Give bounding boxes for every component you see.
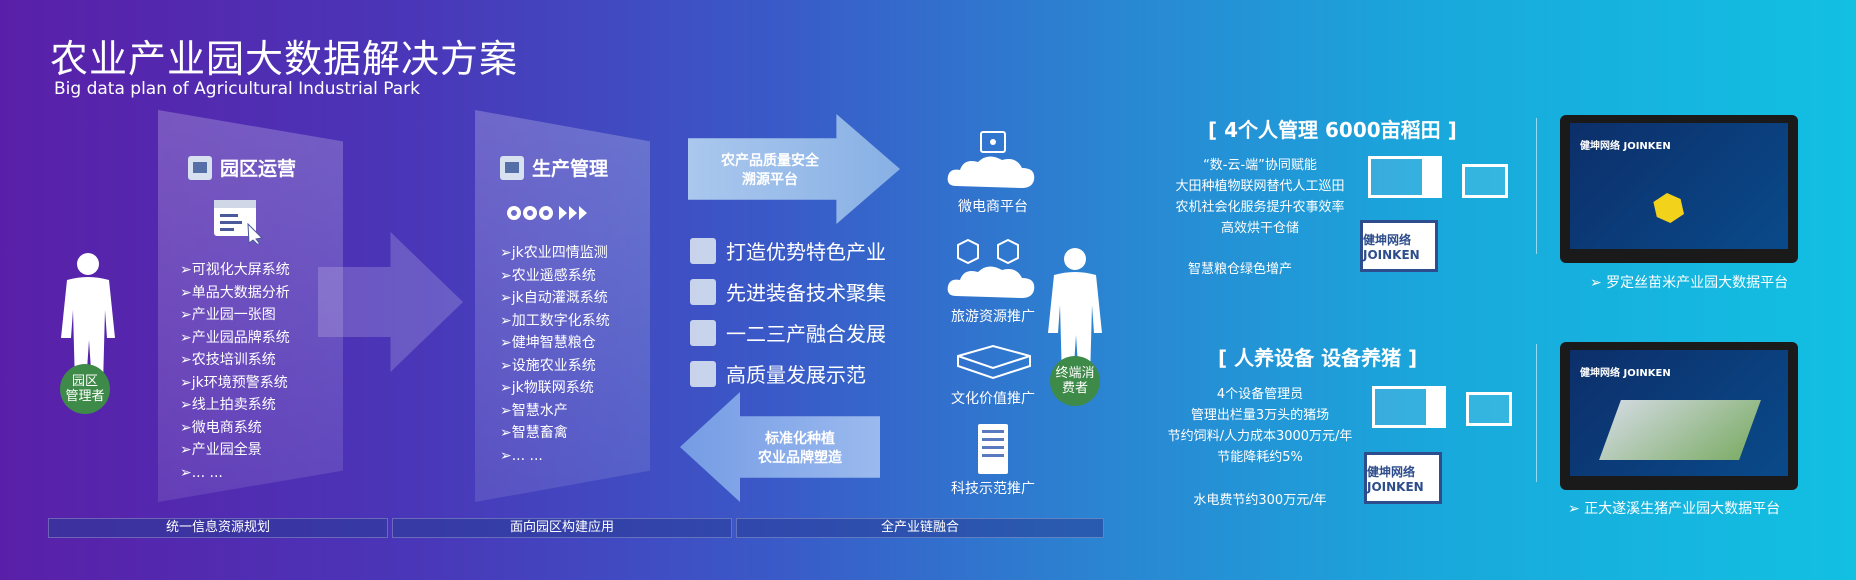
manager-person-icon xyxy=(61,253,115,385)
feature-item: 打造优势特色产业 xyxy=(690,236,886,265)
case2-extra: 水电费节约300万元/年 xyxy=(1193,493,1327,508)
list-item: ➢jk农业四情监测 xyxy=(500,245,608,261)
org-chart-icon xyxy=(500,155,524,180)
laptop-icon xyxy=(1462,164,1508,198)
page-title: 农业产业园大数据解决方案 xyxy=(50,37,519,81)
farm-3d-model xyxy=(1599,400,1761,460)
park-ops-list: ➢可视化大屏系统 ➢单品大数据分析 ➢产业园一张图 ➢产业园品牌系统 ➢农技培训… xyxy=(180,259,290,484)
bottom-bar-item: 面向园区构建应用 xyxy=(392,518,732,538)
node-culture: 文化价值推广 xyxy=(951,391,1035,407)
refresh-icon xyxy=(690,360,716,387)
feature-list: 打造优势特色产业 先进装备技术聚集 一二三产融合发展 高质量发展示范 xyxy=(690,236,886,388)
map-region xyxy=(1653,193,1684,223)
list-item: ➢智慧水产 xyxy=(500,402,568,419)
list-item: ➢单品大数据分析 xyxy=(180,284,290,301)
feature-item: 一二三产融合发展 xyxy=(690,318,886,347)
case1-extra: 智慧粮仓绿色增产 xyxy=(1187,262,1292,277)
list-item: ➢产业园品牌系统 xyxy=(180,329,290,346)
desktop-monitor-icon xyxy=(1372,386,1430,428)
server-rack-icon xyxy=(957,344,1031,380)
list-item: ➢... ... xyxy=(180,464,223,481)
feature-item: 高质量发展示范 xyxy=(690,359,886,388)
node-ecommerce: 微电商平台 xyxy=(958,199,1028,215)
list-item: ➢产业园一张图 xyxy=(180,307,276,323)
desktop-monitor-icon xyxy=(1368,156,1426,198)
list-item: ➢产业园全景 xyxy=(180,442,262,458)
divider xyxy=(1536,118,1537,254)
monitor-icon xyxy=(188,155,212,180)
park-ops-heading-label: 园区运营 xyxy=(220,158,297,180)
bottom-bar-item: 统一信息资源规划 xyxy=(48,518,388,538)
ecommerce-cloud-icon xyxy=(947,131,1035,188)
list-item: ➢农技培训系统 xyxy=(180,352,276,368)
cloud-upload-icon xyxy=(690,237,716,264)
joinken-logo: 健坤网络 JOINKEN xyxy=(1364,452,1442,504)
case2-text: 4个设备管理员 管理出栏量3万头的猪场 节约饲料/人力成本3000万元/年 节能… xyxy=(1167,387,1353,465)
production-list: ➢jk农业四情监测 ➢农业遥感系统 ➢jk自动灌溉系统 ➢加工数字化系统 ➢健坤… xyxy=(500,242,610,467)
traceability-label: 农产品质量安全 溯源平台 xyxy=(721,153,819,188)
server-tower-icon xyxy=(978,424,1008,474)
case1-caption: ➢ 罗定丝苗米产业园大数据平台 xyxy=(1590,275,1789,291)
bar-chart-icon xyxy=(690,319,716,346)
list-item: ➢线上拍卖系统 xyxy=(180,397,276,413)
tablet-screen-2: 健坤网络 JOINKEN xyxy=(1560,342,1798,490)
screen-logo: 健坤网络 JOINKEN xyxy=(1580,368,1671,379)
branding-label: 标准化种植 农业品牌塑造 xyxy=(758,431,842,466)
tablet-screen-1: 健坤网络 JOINKEN xyxy=(1560,115,1798,263)
production-heading: 生产管理 xyxy=(500,154,608,181)
tourism-cloud-icon xyxy=(947,238,1035,298)
case2-title: [ 人养设备 设备养猪 ] xyxy=(1218,346,1418,370)
list-item: ➢微电商系统 xyxy=(180,419,262,436)
browser-click-icon xyxy=(214,200,264,244)
bottom-bar-item: 全产业链融合 xyxy=(736,518,1104,538)
consumer-badge: 终端消 费者 xyxy=(1050,356,1100,406)
list-item: ➢jk物联网系统 xyxy=(500,380,594,396)
list-item: ➢加工数字化系统 xyxy=(500,312,610,329)
screen-logo: 健坤网络 JOINKEN xyxy=(1580,141,1671,152)
production-heading-label: 生产管理 xyxy=(532,158,609,180)
list-item: ➢... ... xyxy=(500,447,543,464)
list-item: ➢农业遥感系统 xyxy=(500,267,596,284)
list-item: ➢可视化大屏系统 xyxy=(180,262,290,278)
list-item: ➢jk自动灌溉系统 xyxy=(500,290,608,306)
pc-tower-icon xyxy=(1426,386,1446,428)
list-item: ➢健坤智慧粮仓 xyxy=(500,335,596,351)
list-item: ➢jk环境预警系统 xyxy=(180,374,288,391)
manager-badge: 园区 管理者 xyxy=(60,364,110,414)
consumer-person-icon xyxy=(1048,248,1102,380)
page-subtitle: Big data plan of Agricultural Industrial… xyxy=(54,79,420,99)
case2-caption: ➢ 正大遂溪生猪产业园大数据平台 xyxy=(1568,501,1781,517)
feature-item: 先进装备技术聚集 xyxy=(690,277,886,306)
pc-tower-icon xyxy=(1422,156,1442,198)
divider xyxy=(1536,344,1537,482)
park-ops-heading: 园区运营 xyxy=(188,154,296,181)
gears-icon xyxy=(507,206,587,220)
case1-title: [ 4个人管理 6000亩稻田 ] xyxy=(1208,118,1457,142)
case1-text: “数-云-端”协同赋能 大田种植物联网替代人工巡田 农机社会化服务提升农事效率 … xyxy=(1175,158,1345,236)
list-item: ➢智慧畜禽 xyxy=(500,425,568,441)
pulse-chart-icon xyxy=(690,278,716,305)
joinken-logo: 健坤网络 JOINKEN xyxy=(1360,220,1438,272)
node-tourism: 旅游资源推广 xyxy=(951,309,1035,325)
laptop-icon xyxy=(1466,392,1512,426)
node-tech: 科技示范推广 xyxy=(951,481,1035,497)
list-item: ➢设施农业系统 xyxy=(500,357,596,374)
